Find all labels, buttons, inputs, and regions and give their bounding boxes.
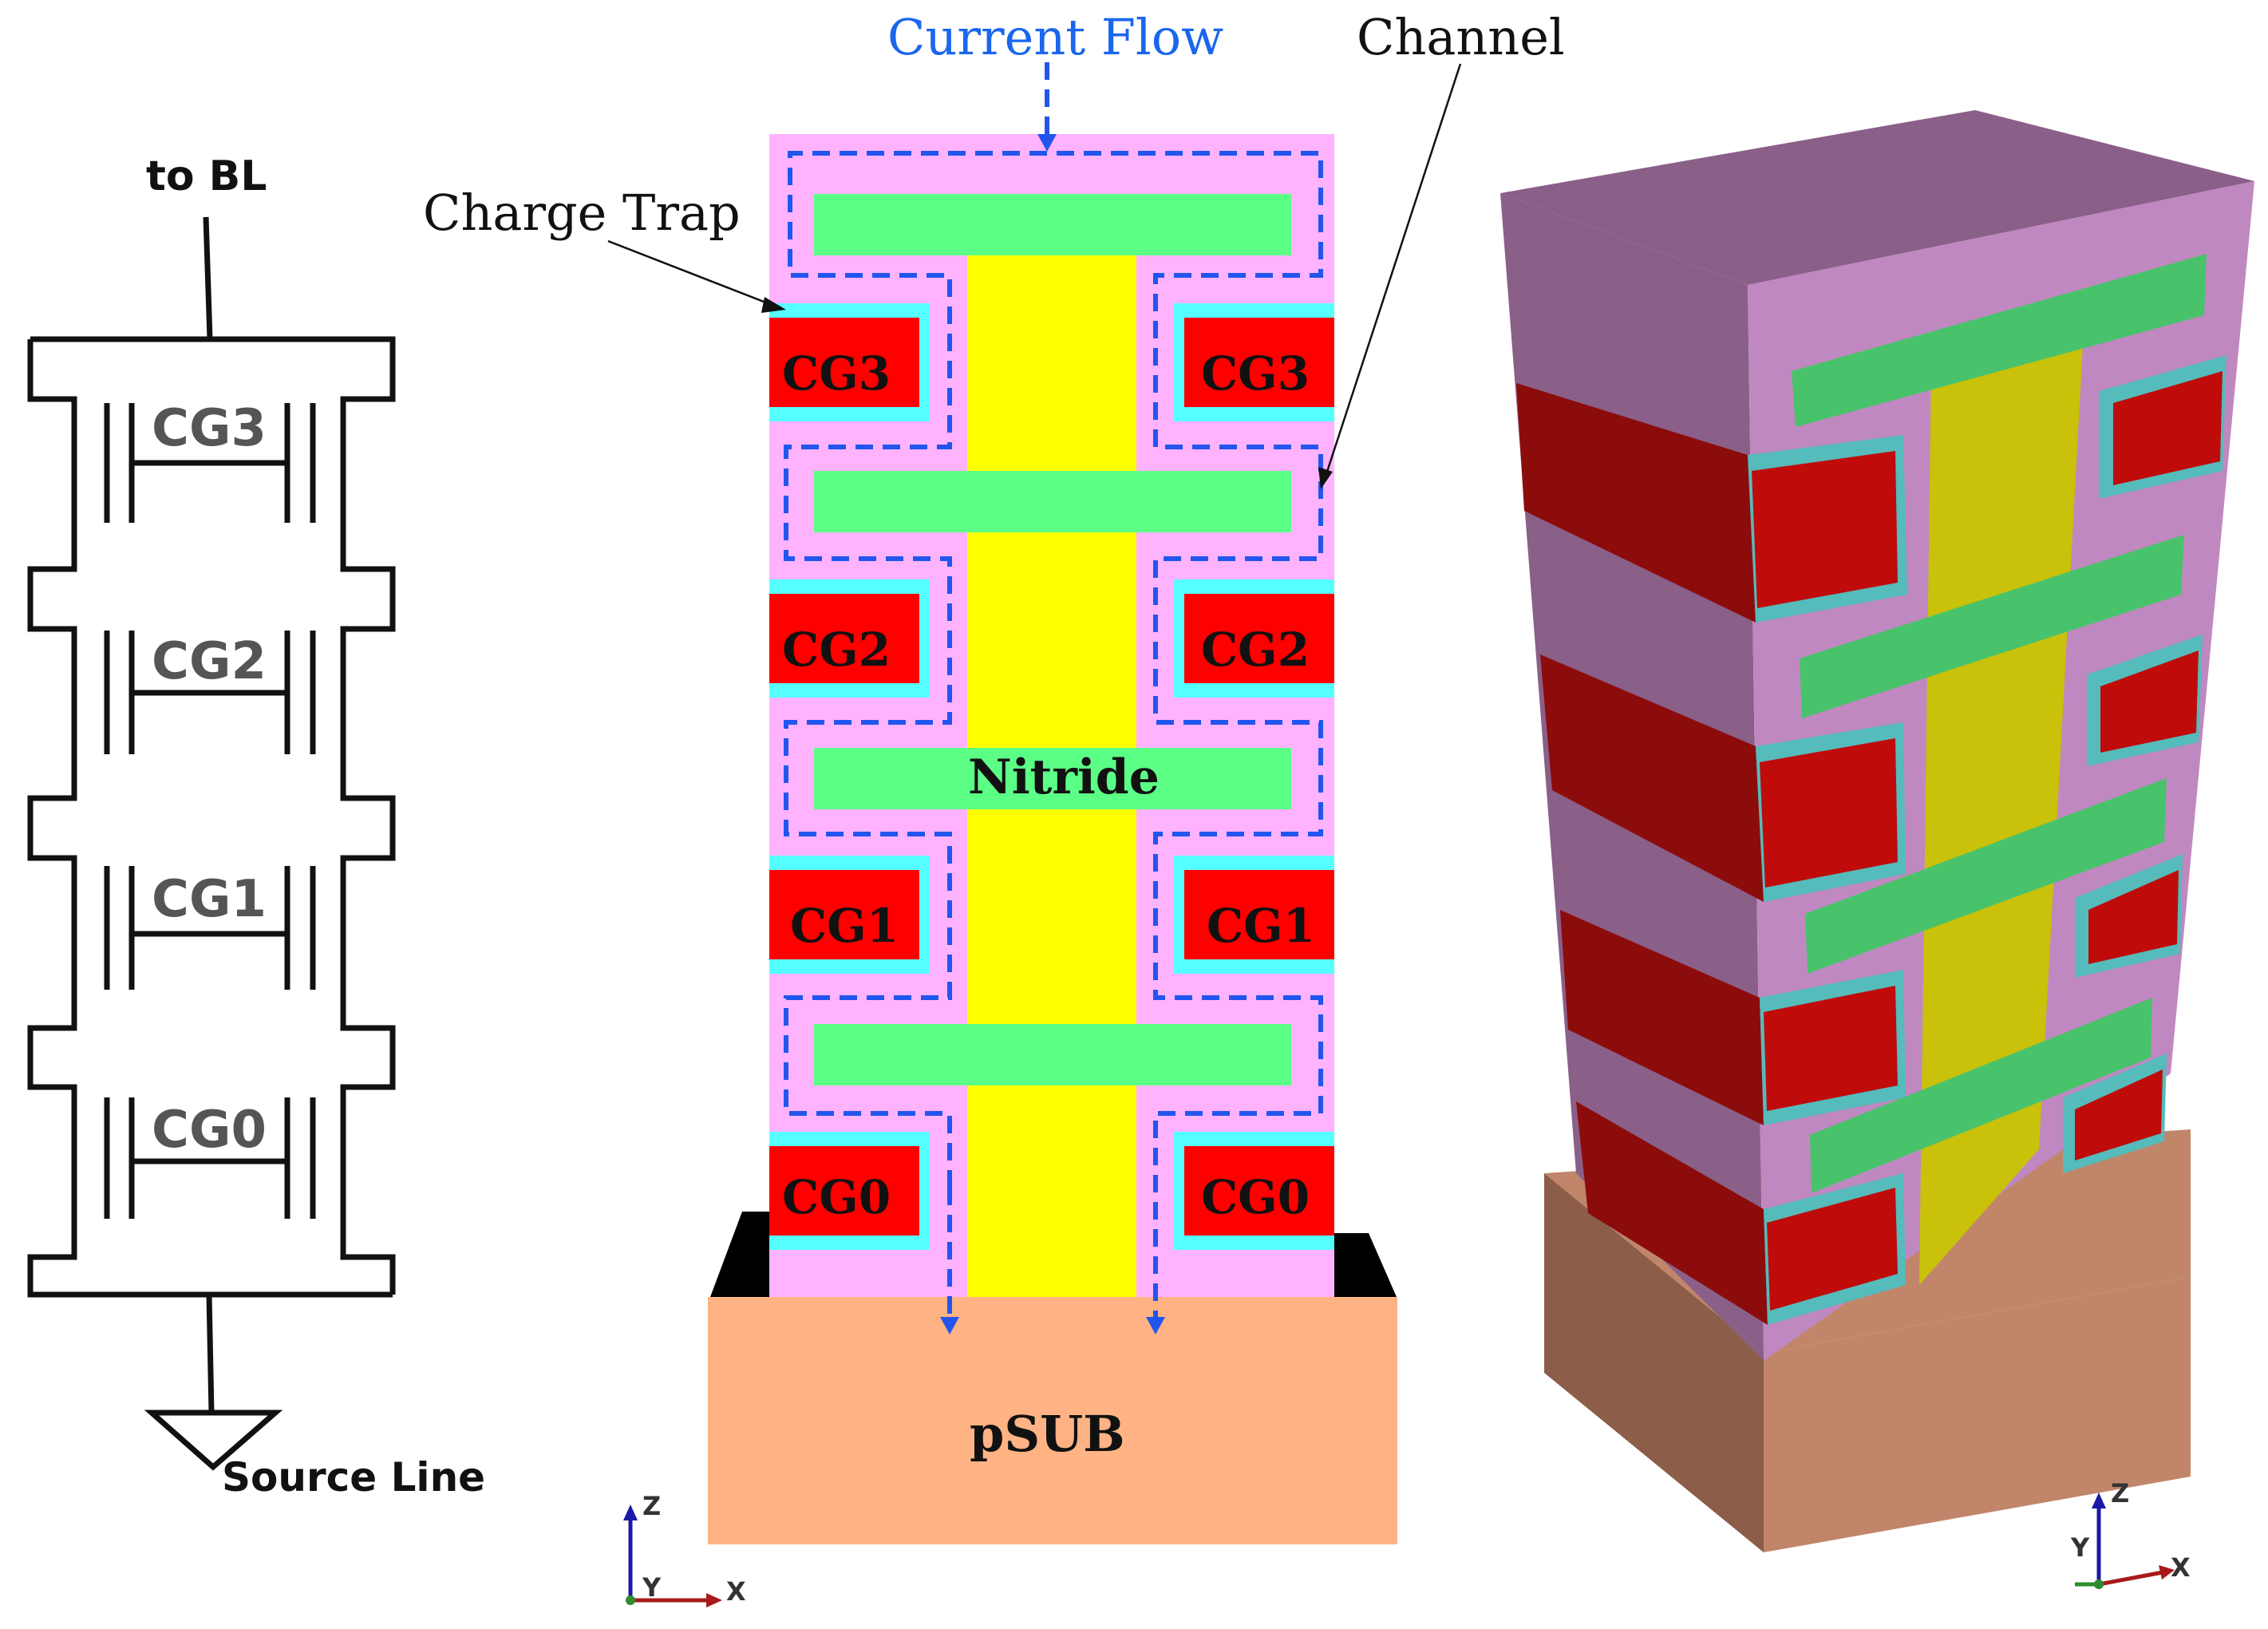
charge-trap-label: Charge Trap bbox=[423, 184, 741, 242]
axis-z-label: Z bbox=[642, 1491, 661, 1521]
ground-symbol-icon bbox=[144, 1410, 283, 1471]
transistor-cg2 bbox=[104, 631, 316, 754]
gate-right-cg2: CG2 bbox=[1174, 579, 1334, 698]
gate-label-cg1: CG1 bbox=[152, 870, 267, 929]
source-line-label: Source Line bbox=[222, 1454, 485, 1500]
substrate-block bbox=[708, 1297, 1397, 1544]
current-flow-label: Current Flow bbox=[887, 8, 1223, 66]
device-3d-render: Z Y X bbox=[1500, 110, 2254, 1589]
svg-text:CG1: CG1 bbox=[1207, 899, 1315, 953]
transistor-cg0 bbox=[104, 1097, 316, 1219]
svg-text:CG0: CG0 bbox=[782, 1170, 891, 1224]
nitride-bar bbox=[814, 748, 1291, 809]
gate-left-cg1: CG1 bbox=[769, 856, 930, 974]
gate-left-cg2: CG2 bbox=[769, 579, 930, 698]
gate-3d-right bbox=[2063, 355, 2227, 1173]
gate-left-cg3: CG3 bbox=[769, 303, 930, 421]
dashed-arrow-icon bbox=[1037, 134, 1057, 152]
axis-x-label: X bbox=[726, 1576, 746, 1607]
svg-text:CG2: CG2 bbox=[1201, 623, 1310, 677]
dashed-arrow-icon bbox=[940, 1317, 959, 1334]
gate-label-cg0: CG0 bbox=[152, 1101, 267, 1160]
channel-label: Channel bbox=[1357, 8, 1565, 66]
transistor-cg1 bbox=[104, 866, 316, 990]
svg-text:CG3: CG3 bbox=[1201, 346, 1310, 401]
nand-string-schematic: to BL CG3 CG2 CG1 CG0 bbox=[27, 152, 485, 1500]
gate-label-cg2: CG2 bbox=[152, 632, 267, 691]
gate-right-cg1: CG1 bbox=[1174, 856, 1334, 974]
current-flow-path bbox=[784, 62, 1323, 1317]
svg-text:CG3: CG3 bbox=[782, 346, 891, 401]
transistor-cg3 bbox=[104, 403, 316, 523]
axis-y-label: Y bbox=[2070, 1532, 2090, 1563]
bl-label: to BL bbox=[146, 152, 267, 200]
nitride-bar bbox=[814, 1024, 1291, 1085]
axis-y-label: Y bbox=[642, 1572, 662, 1603]
axis-triad-icon bbox=[2075, 1493, 2175, 1589]
gate-3d-left bbox=[1516, 383, 1907, 1325]
gate-label-cg3: CG3 bbox=[152, 399, 267, 458]
gate-right-cg3: CG3 bbox=[1174, 303, 1334, 421]
nitride-bar bbox=[814, 471, 1291, 532]
svg-text:CG0: CG0 bbox=[1201, 1170, 1310, 1224]
svg-text:CG2: CG2 bbox=[782, 623, 891, 677]
axis-triad-icon bbox=[623, 1504, 722, 1607]
dashed-arrow-icon bbox=[1146, 1317, 1165, 1334]
axis-x-label: X bbox=[2171, 1552, 2191, 1583]
axis-z-label: Z bbox=[2111, 1478, 2129, 1508]
gate-right-cg0: CG0 bbox=[1174, 1132, 1334, 1250]
cross-section-2d: pSUB Nitride CG3 CG2 CG1 CG0 bbox=[423, 8, 1565, 1607]
gate-left-cg0: CG0 bbox=[769, 1132, 930, 1250]
svg-text:CG1: CG1 bbox=[790, 899, 899, 953]
nitride-bar bbox=[814, 194, 1291, 255]
substrate-label: pSUB bbox=[970, 1405, 1125, 1463]
nitride-label: Nitride bbox=[968, 749, 1160, 805]
